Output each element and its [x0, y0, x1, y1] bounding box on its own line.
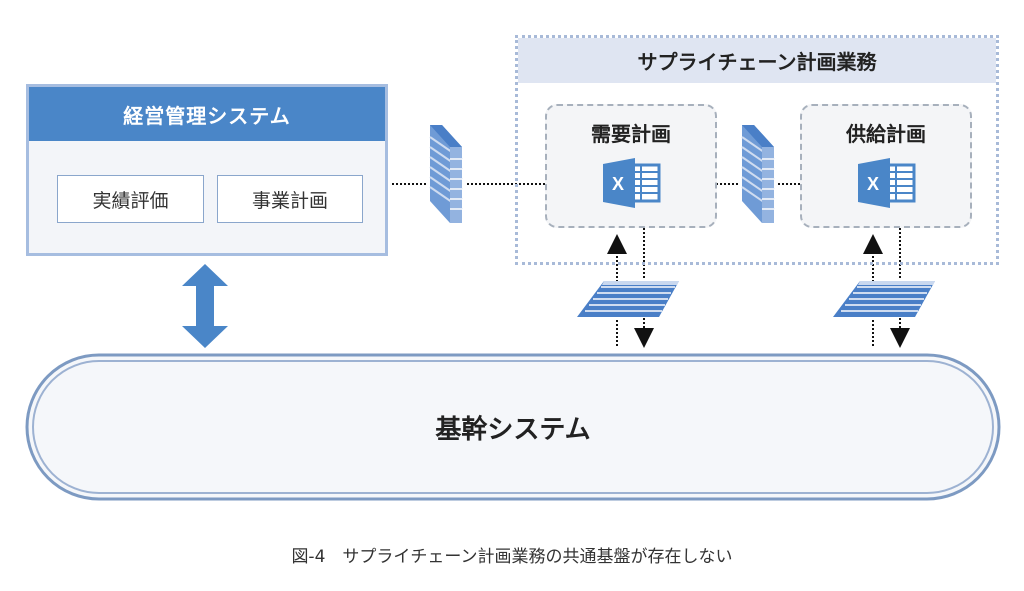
module-performance-evaluation: 実績評価 [57, 175, 204, 223]
supply-chain-planning-title: サプライチェーン計画業務 [518, 38, 996, 83]
management-system-box: 経営管理システム 実績評価 事業計画 [26, 84, 388, 256]
demand-plan-title: 需要計画 [591, 122, 671, 146]
firewall-icon [429, 125, 463, 223]
firewall-icon [741, 125, 775, 223]
supply-plan-title: 供給計画 [846, 122, 926, 146]
data-interface-icon [577, 281, 679, 317]
double-arrow-icon [182, 264, 228, 348]
core-system-label: 基幹システム [435, 414, 591, 445]
excel-icon: X [603, 158, 661, 208]
figure-caption: 図-4 サプライチェーン計画業務の共通基盤が存在しない [291, 547, 733, 567]
supply-plan-box: 供給計画 X [800, 104, 972, 228]
excel-icon: X [858, 158, 916, 208]
supply-chain-planning-zone: サプライチェーン計画業務 需要計画 X 供給計画 X [515, 35, 999, 265]
svg-text:X: X [612, 174, 624, 194]
module-business-plan: 事業計画 [217, 175, 363, 223]
data-interface-icon [833, 281, 935, 317]
demand-plan-box: 需要計画 X [545, 104, 717, 228]
svg-text:X: X [867, 174, 879, 194]
core-system: 基幹システム [24, 352, 1002, 502]
management-system-title: 経営管理システム [29, 87, 385, 141]
